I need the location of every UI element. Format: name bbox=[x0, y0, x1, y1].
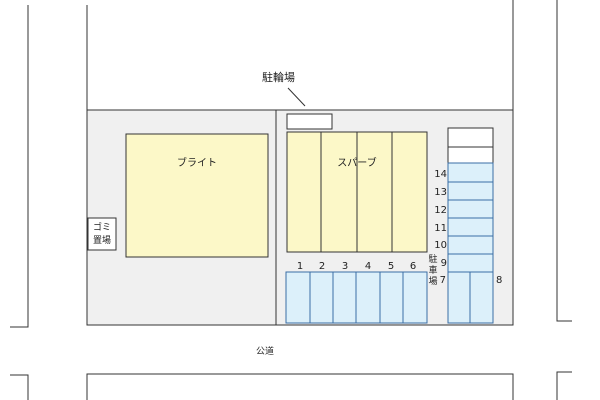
parking-space-12 bbox=[447, 199, 494, 219]
bottom-parking-row bbox=[285, 271, 428, 324]
left-upper-boundary bbox=[10, 5, 29, 328]
parking-space-2 bbox=[309, 271, 334, 324]
parking-number: 3 bbox=[342, 261, 348, 272]
road-label: 公道 bbox=[256, 345, 274, 357]
parking-space-8 bbox=[469, 271, 494, 324]
storage-box-upper bbox=[447, 127, 494, 148]
building-bright bbox=[125, 133, 269, 258]
parking-space-7 bbox=[447, 271, 471, 324]
bicycle-parking bbox=[286, 113, 333, 130]
parking-space-5 bbox=[379, 271, 404, 324]
parking-space-3 bbox=[332, 271, 357, 324]
right-parking-column bbox=[447, 127, 494, 324]
parking-space-14 bbox=[447, 162, 494, 183]
parking-number: 4 bbox=[365, 261, 371, 272]
parking-space-6 bbox=[402, 271, 428, 324]
parking-space-11 bbox=[447, 217, 494, 237]
right-parking-numbers: 14 13 12 11 10 9 7 8 bbox=[434, 169, 502, 286]
parking-space-10 bbox=[447, 235, 494, 255]
boundary-lines bbox=[10, 0, 572, 400]
building-spa-unit-lines bbox=[320, 132, 393, 252]
right-lower-boundary bbox=[556, 371, 572, 400]
bicycle-parking-leader bbox=[287, 87, 306, 107]
bottom-parking-numbers: 1 2 3 4 5 6 bbox=[297, 261, 416, 272]
building-bright-label: ブライト bbox=[177, 156, 217, 169]
parking-number: 6 bbox=[410, 261, 416, 272]
parking-number: 8 bbox=[496, 275, 502, 286]
parking-space-9 bbox=[447, 253, 494, 273]
bicycle-parking-label: 駐輪場 bbox=[262, 70, 295, 84]
parking-label-char: 場 bbox=[428, 275, 437, 287]
building-spa-label: スパーブ bbox=[337, 156, 376, 169]
parking-number: 12 bbox=[434, 205, 447, 216]
garbage-area bbox=[87, 217, 117, 251]
parking-number: 10 bbox=[434, 240, 447, 251]
parking-number: 7 bbox=[440, 275, 446, 286]
parking-number: 5 bbox=[388, 261, 394, 272]
parking-label-char: 駐 bbox=[428, 253, 437, 265]
parking-number: 2 bbox=[319, 261, 325, 272]
parking-number: 14 bbox=[434, 169, 447, 180]
garbage-label-2: 置場 bbox=[93, 234, 111, 246]
right-upper-boundary bbox=[556, 0, 572, 322]
opposite-lot-boundary bbox=[86, 373, 514, 400]
parking-space-1 bbox=[285, 271, 311, 324]
parking-number: 11 bbox=[434, 223, 447, 234]
parking-number: 9 bbox=[441, 258, 447, 269]
parking-label-vertical: 駐 車 場 bbox=[428, 253, 437, 287]
left-lower-boundary bbox=[10, 374, 29, 400]
storage-box-lower bbox=[447, 146, 494, 164]
parking-label-char: 車 bbox=[428, 264, 437, 276]
parking-space-13 bbox=[447, 181, 494, 201]
parking-number: 1 bbox=[297, 261, 303, 272]
parking-number: 13 bbox=[434, 187, 447, 198]
parking-space-4 bbox=[355, 271, 381, 324]
garbage-label-1: ゴミ bbox=[93, 221, 111, 233]
